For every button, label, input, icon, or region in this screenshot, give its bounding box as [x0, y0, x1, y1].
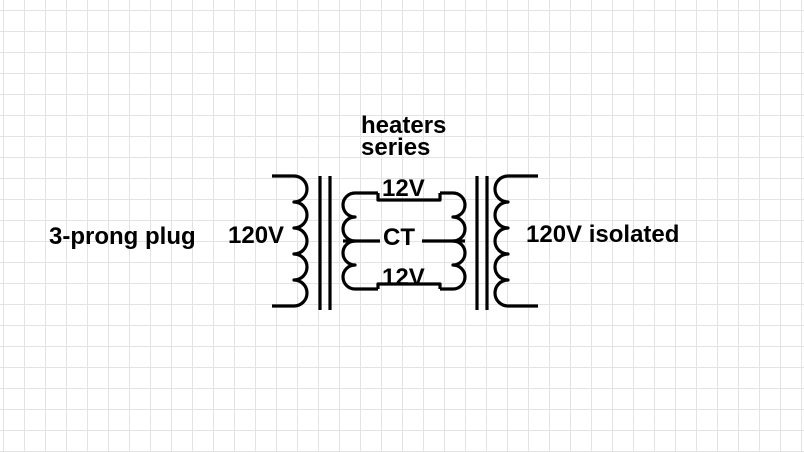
- center-tap-label: CT: [383, 224, 415, 251]
- lower-winding-voltage-label: 12V: [382, 264, 425, 291]
- primary-voltage-label: 120V: [228, 222, 285, 249]
- transformer1-primary-winding: [272, 174, 309, 308]
- series-label: series: [361, 134, 431, 161]
- bottom-heater-wire: [376, 282, 442, 289]
- upper-winding-voltage-label: 12V: [382, 175, 425, 202]
- output-label: 120V isolated: [526, 221, 680, 248]
- plug-label: 3-prong plug: [49, 223, 196, 250]
- transformer2-heater-winding: [440, 191, 467, 291]
- top-heater-wire: [376, 193, 442, 202]
- transformer2-output-winding: [493, 174, 538, 308]
- heaters-label: heaters: [361, 112, 447, 139]
